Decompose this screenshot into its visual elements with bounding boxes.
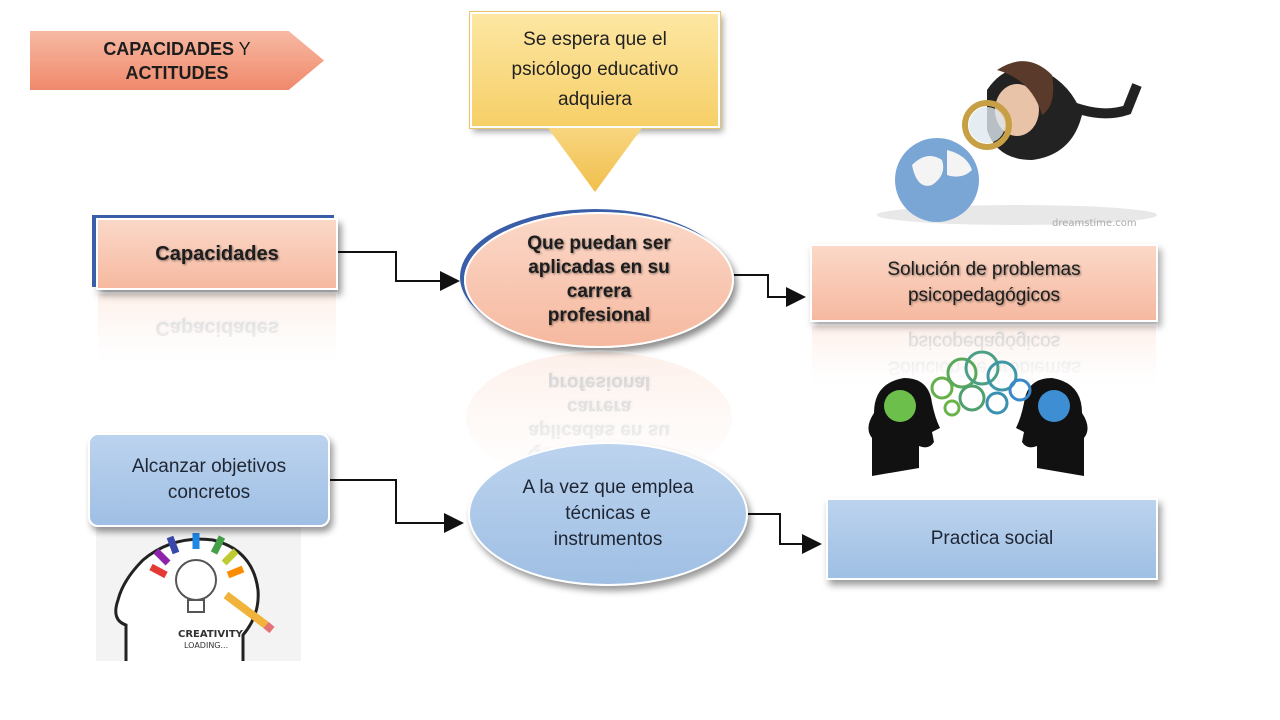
watermark-text: dreamstime.com (1052, 218, 1137, 228)
arrow-capacidades-to-que (338, 251, 460, 291)
node-solucion-label: Solución de problemas psicopedagógicos (887, 259, 1081, 306)
callout-text: Se espera que el psicólogo educativo adq… (511, 29, 679, 110)
creativity-caption-line1: CREATIVITY (178, 629, 244, 640)
node-capacidades: Capacidades (96, 218, 338, 290)
node-capacidades-label: Capacidades (155, 242, 279, 265)
node-alcanzar: Alcanzar objetivos concretos (88, 433, 330, 527)
woman-magnifier-globe-image: dreamstime.com (867, 30, 1163, 228)
creativity-caption-line2: LOADING... (184, 641, 228, 650)
title-tag: CAPACIDADES Y ACTITUDES (30, 31, 324, 90)
arrow-alcanzar-to-ala (330, 479, 464, 533)
creativity-lightbulb-head-image: CREATIVITY LOADING... (96, 515, 301, 661)
node-practica-social-label: Practica social (930, 528, 1054, 549)
title-bold: CAPACIDADES (103, 38, 234, 59)
title-line2: ACTITUDES (125, 62, 229, 83)
callout-box: Se espera que el psicólogo educativo adq… (470, 12, 720, 128)
node-a-la-vez: A la vez que emplea técnicas e instrumen… (468, 442, 748, 586)
node-a-la-vez-label: A la vez que emplea técnicas e instrumen… (522, 477, 694, 550)
node-que-puedan-label: Que puedan ser aplicadas en su carrera p… (527, 233, 671, 326)
node-solucion: Solución de problemas psicopedagógicos (810, 244, 1158, 322)
arrow-ala-to-practica (748, 513, 822, 554)
node-practica-social: Practica social (826, 498, 1158, 580)
node-alcanzar-label: Alcanzar objetivos concretos (131, 456, 287, 503)
two-heads-communication-image (862, 348, 1094, 476)
title-plain: Y (234, 38, 251, 59)
node-que-puedan: Que puedan ser aplicadas en su carrera p… (464, 212, 734, 348)
arrow-que-to-solucion (734, 274, 806, 307)
